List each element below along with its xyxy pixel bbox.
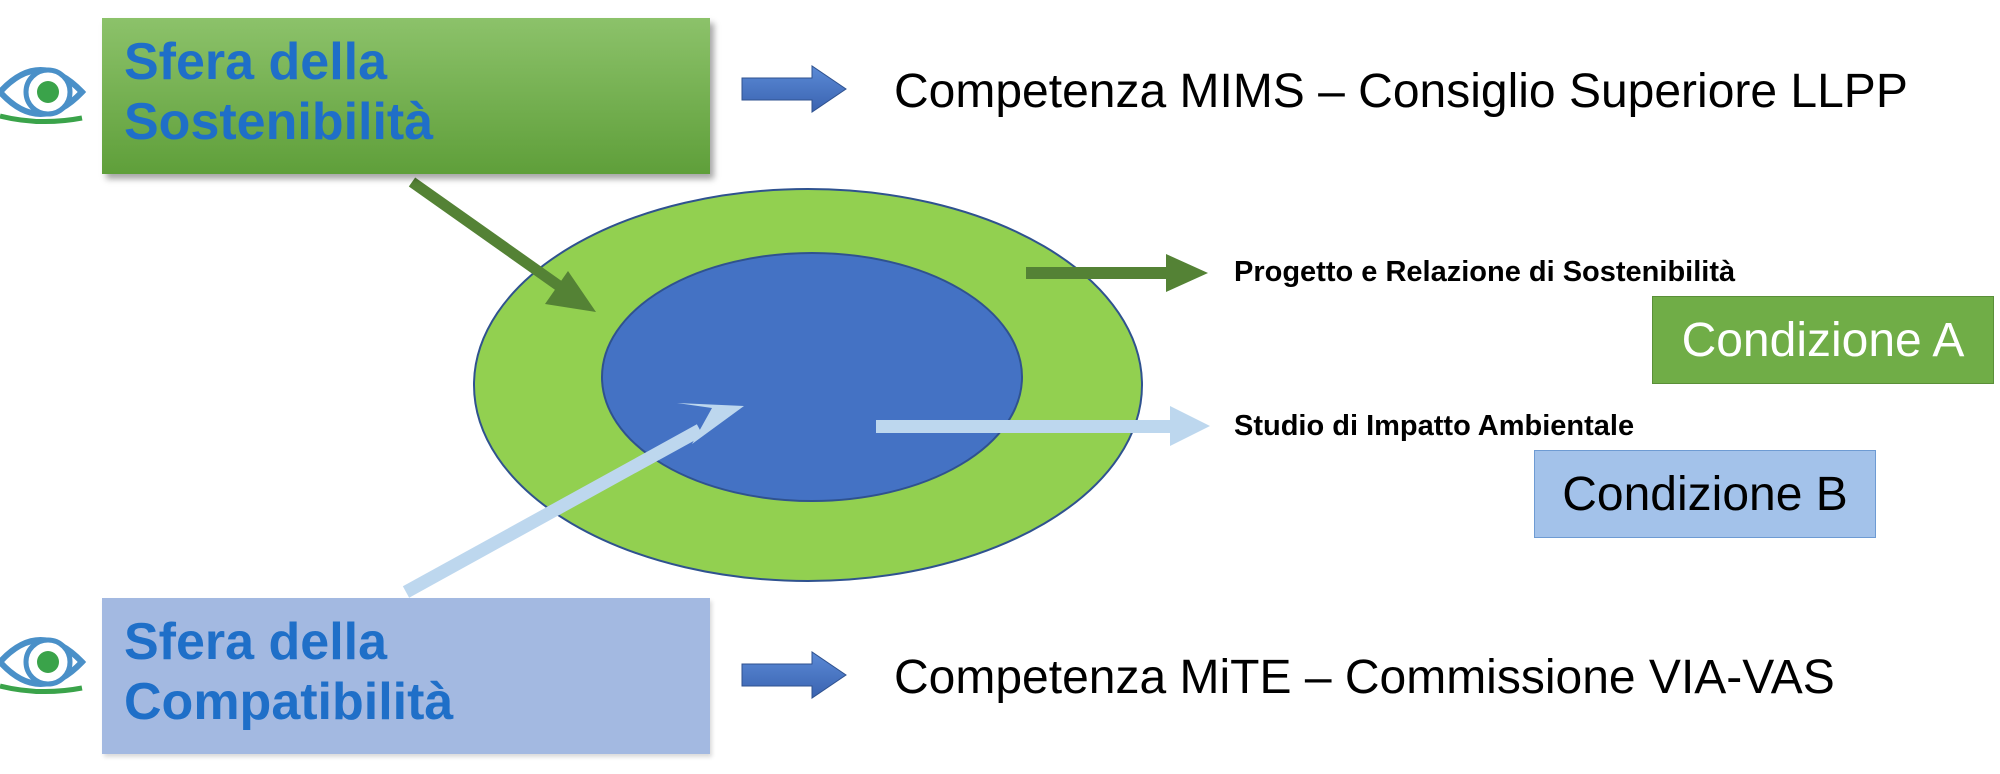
condizione-b-badge: Condizione B xyxy=(1534,450,1876,538)
sfera-sostenibilita-line1: Sfera della xyxy=(124,33,388,91)
compatibilita-arrow xyxy=(402,403,744,598)
arrow-right-icon xyxy=(741,65,847,113)
competenza-mite-label: Competenza MiTE – Commissione VIA-VAS xyxy=(894,651,1835,704)
sfera-sostenibilita-box: Sfera della Sostenibilità xyxy=(102,18,710,174)
progetto-relazione-label: Progetto e Relazione di Sostenibilità xyxy=(1234,256,1736,288)
sfera-compatibilita-box: Sfera della Compatibilità xyxy=(102,598,710,754)
sostenibilita-arrow xyxy=(408,177,596,312)
condizione-a-badge: Condizione A xyxy=(1652,296,1994,384)
studio-arrow xyxy=(876,406,1210,446)
progetto-arrow xyxy=(1026,254,1208,292)
eye-icon xyxy=(0,67,87,125)
inner-ellipse xyxy=(601,252,1023,502)
competenza-mims-label: Competenza MIMS – Consiglio Superiore LL… xyxy=(894,65,1908,118)
sfera-compatibilita-line1: Sfera della xyxy=(124,613,388,671)
studio-impatto-label: Studio di Impatto Ambientale xyxy=(1234,410,1635,442)
eye-icon xyxy=(0,637,87,695)
sfera-compatibilita-line2: Compatibilità xyxy=(124,673,454,731)
arrow-right-icon xyxy=(741,651,847,699)
sfera-sostenibilita-line2: Sostenibilità xyxy=(124,93,434,151)
